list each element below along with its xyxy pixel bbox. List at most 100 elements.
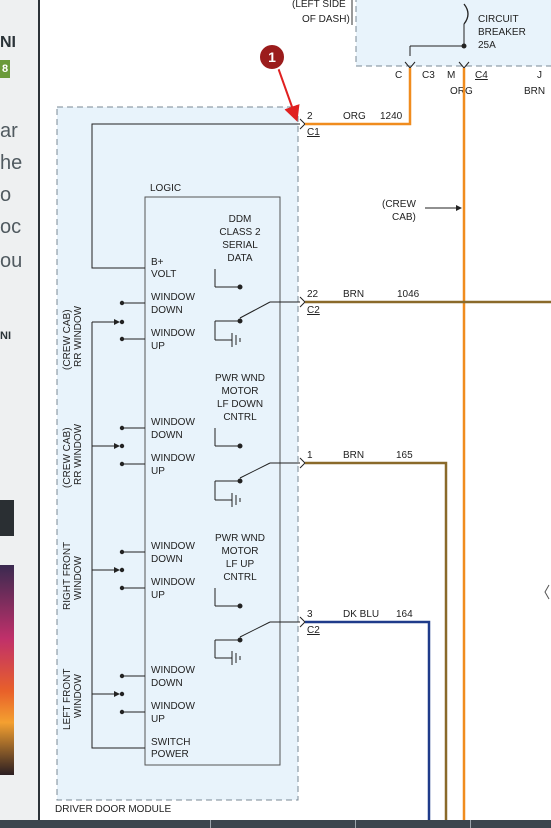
background-badge: 8 bbox=[0, 60, 10, 78]
logic-label: LOGIC bbox=[150, 183, 181, 194]
background-text-fragment: NI bbox=[0, 330, 11, 342]
callout-badge[interactable] bbox=[258, 43, 286, 71]
switch-power-label: SWITCH bbox=[151, 737, 190, 748]
wire-circuit-label: 165 bbox=[396, 450, 413, 461]
dash-location-label: OF DASH) bbox=[302, 14, 350, 25]
switch-group-label: (CREW CAB) bbox=[62, 309, 73, 370]
output-switch-lf-up bbox=[214, 588, 300, 665]
module-name-label: DRIVER DOOR MODULE bbox=[55, 804, 171, 815]
wire-color-label: DK BLU bbox=[343, 609, 379, 620]
switch-label: WINDOW bbox=[151, 417, 195, 428]
connector-pin-label: C bbox=[395, 70, 402, 81]
wire-circuit-label: 164 bbox=[396, 609, 413, 620]
window-switch-group: WINDOW DOWN WINDOW UP LEFT FRONT WINDOW bbox=[62, 665, 195, 730]
wire-color-label: BRN bbox=[343, 289, 364, 300]
ddm-label: CLASS 2 bbox=[219, 227, 261, 238]
window-switch-group: WINDOW DOWN WINDOW UP RIGHT FRONT WINDOW bbox=[62, 541, 195, 610]
crew-cab-label: (CREW bbox=[382, 199, 416, 210]
switch-group-label: WINDOW bbox=[73, 674, 84, 718]
background-text-fragment: oc bbox=[0, 216, 22, 238]
wire-circuit-label: 1046 bbox=[397, 289, 420, 300]
switch-label: DOWN bbox=[151, 678, 183, 689]
switch-label: DOWN bbox=[151, 430, 183, 441]
output-switch-label: PWR WND bbox=[215, 373, 265, 384]
wire-pin-label: 22 bbox=[307, 289, 319, 300]
output-switch-ddm bbox=[214, 269, 300, 347]
output-switch-label: CNTRL bbox=[223, 412, 257, 423]
connector-symbol-c2 bbox=[299, 616, 306, 628]
logic-box bbox=[144, 196, 281, 766]
connector-pin-label: J bbox=[537, 70, 542, 81]
switch-power-bus bbox=[91, 322, 145, 749]
wire-org-1240 bbox=[305, 68, 412, 126]
switch-label: UP bbox=[151, 341, 165, 352]
b-plus-label: B+ bbox=[151, 257, 164, 268]
switch-group-label: WINDOW bbox=[73, 556, 84, 600]
wire-pin-label: 2 bbox=[307, 111, 313, 122]
switch-group-label: (CREW CAB) bbox=[62, 427, 73, 488]
crew-cab-pointer-head bbox=[456, 205, 462, 211]
b-plus-loop-wire bbox=[91, 123, 300, 269]
switch-label: UP bbox=[151, 466, 165, 477]
switch-label: DOWN bbox=[151, 554, 183, 565]
output-switch-label: LF UP bbox=[226, 559, 255, 570]
wire-brn-165 bbox=[305, 461, 448, 828]
breaker-housing-box bbox=[355, 0, 551, 67]
background-text-fragment: he bbox=[0, 152, 23, 174]
crew-cab-label: CAB) bbox=[392, 212, 416, 223]
switch-label: WINDOW bbox=[151, 701, 195, 712]
background-text-fragment: ou bbox=[0, 250, 23, 272]
switch-label: DOWN bbox=[151, 305, 183, 316]
ddm-label: DATA bbox=[227, 253, 253, 264]
output-switch-label: PWR WND bbox=[215, 533, 265, 544]
viewer-frame-border bbox=[38, 0, 40, 828]
wire-color-label: ORG bbox=[450, 86, 473, 97]
breaker-symbol bbox=[463, 3, 469, 25]
breaker-label: BREAKER bbox=[478, 27, 526, 38]
wire-color-label: BRN bbox=[343, 450, 364, 461]
wire-connector-label: C2 bbox=[307, 625, 320, 636]
viewer-bottom-bar bbox=[0, 820, 551, 828]
connector-symbol-c2 bbox=[299, 296, 306, 308]
switch-label: WINDOW bbox=[151, 541, 195, 552]
connector-id-label: C4 bbox=[475, 70, 488, 81]
output-switch-lf-down bbox=[214, 428, 300, 507]
switch-label: UP bbox=[151, 590, 165, 601]
ddm-label: DDM bbox=[229, 214, 252, 225]
output-switch-label: MOTOR bbox=[221, 386, 258, 397]
output-switch-label: MOTOR bbox=[221, 546, 258, 557]
background-photo-thumbnail bbox=[0, 565, 14, 775]
background-text-fragment: NI bbox=[0, 34, 16, 51]
switch-label: WINDOW bbox=[151, 577, 195, 588]
wire-connector-label: C1 bbox=[307, 127, 320, 138]
switch-group-label: LEFT FRONT bbox=[62, 669, 73, 730]
wire-circuit-label: 1240 bbox=[380, 111, 403, 122]
background-text-fragment: ar bbox=[0, 120, 18, 142]
switch-power-label: POWER bbox=[151, 749, 189, 760]
callout-arrow bbox=[275, 61, 300, 122]
wire-color-label: BRN bbox=[524, 86, 545, 97]
background-page-strip: NI 8 ar he o oc ou NI bbox=[0, 0, 38, 828]
wire-pin-label: 3 bbox=[307, 609, 313, 620]
switch-label: WINDOW bbox=[151, 453, 195, 464]
connector-symbol bbox=[299, 457, 306, 469]
b-plus-label: VOLT bbox=[151, 269, 176, 280]
window-switch-group: WINDOW DOWN WINDOW UP (CREW CAB) RR WIND… bbox=[62, 292, 195, 370]
breaker-label: 25A bbox=[478, 40, 496, 51]
scroll-edge-icon[interactable] bbox=[544, 584, 550, 600]
switch-label: WINDOW bbox=[151, 292, 195, 303]
callout-number: 1 bbox=[268, 49, 276, 65]
ddm-label: SERIAL bbox=[222, 240, 258, 251]
switch-group-label: RR WINDOW bbox=[73, 423, 84, 485]
connector-symbol-c1 bbox=[299, 118, 306, 130]
connector-pin-label: M bbox=[447, 70, 455, 81]
switch-group-label: RIGHT FRONT bbox=[62, 542, 73, 610]
connector-id-label: C3 bbox=[422, 70, 435, 81]
dash-location-label: (LEFT SIDE bbox=[292, 0, 346, 10]
wire-connector-label: C2 bbox=[307, 305, 320, 316]
switch-label: UP bbox=[151, 714, 165, 725]
background-text-fragment: o bbox=[0, 184, 12, 206]
wire-color-label: ORG bbox=[343, 111, 366, 122]
background-image-block bbox=[0, 500, 14, 536]
